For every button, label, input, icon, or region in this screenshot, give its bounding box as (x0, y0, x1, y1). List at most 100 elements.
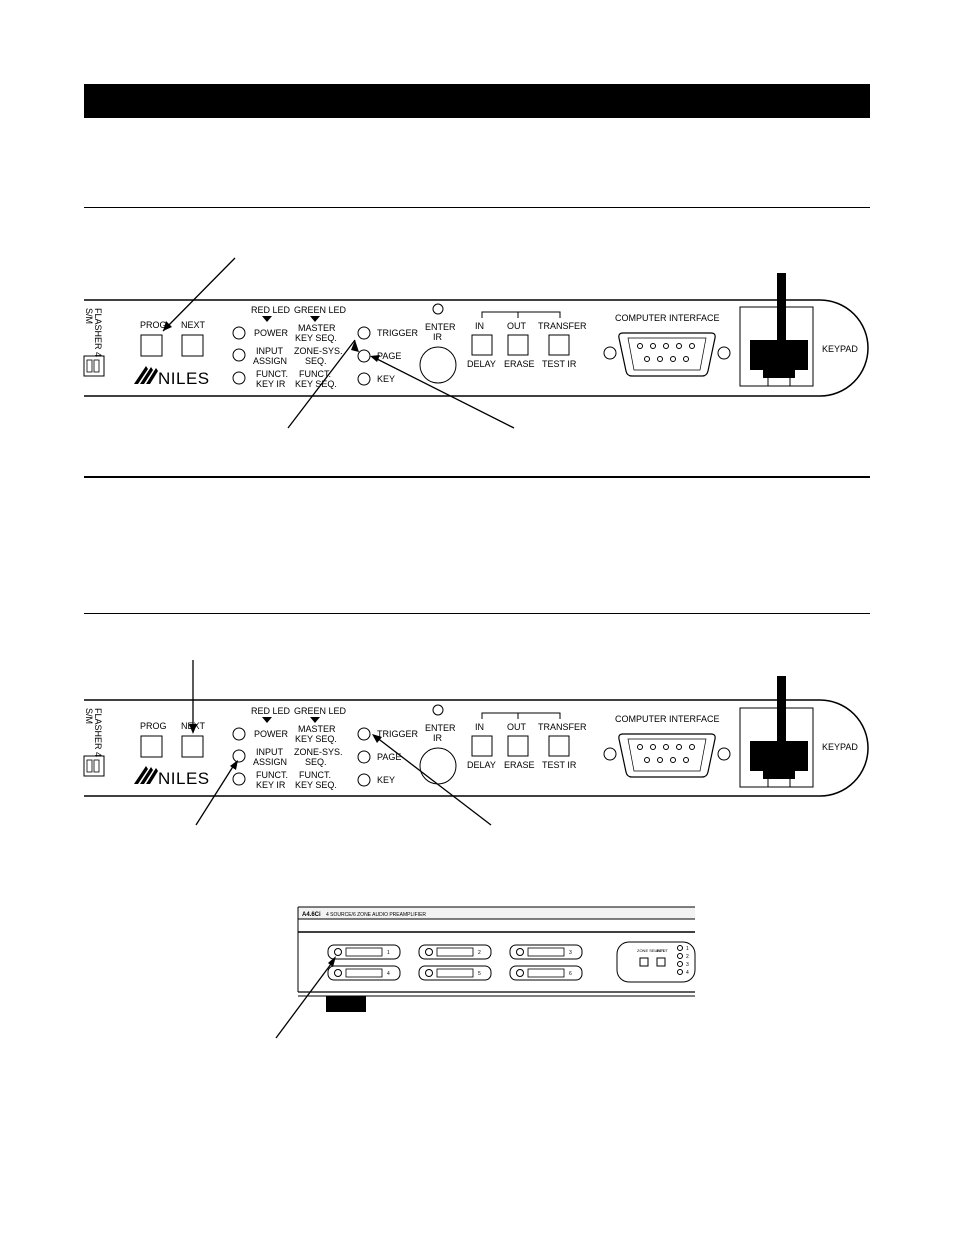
divider-rule (84, 207, 870, 208)
erase-label: ERASE (504, 359, 535, 369)
key-led (357, 773, 371, 787)
key-seq-label: KEY SEQ. (295, 379, 337, 389)
prog-button[interactable] (140, 735, 163, 758)
master-label: MASTER (298, 323, 336, 333)
assign-label: ASSIGN (253, 356, 287, 366)
delay-label: DELAY (467, 359, 496, 369)
enter-label: ENTER (425, 322, 456, 332)
next-button[interactable] (181, 735, 204, 758)
key-label: KEY (377, 775, 395, 785)
down-arrow-icon (310, 316, 320, 322)
down-arrow-icon (310, 717, 320, 723)
red-led-label: RED LED (251, 305, 291, 315)
callout-arrows (192, 660, 492, 826)
brand-label: NILES (158, 369, 210, 388)
zone-4-slot: 4 (327, 965, 401, 981)
assign-label: ASSIGN (253, 757, 287, 767)
trigger-label: TRIGGER (377, 729, 419, 739)
erase-label: ERASE (504, 760, 535, 770)
power-label: POWER (254, 729, 289, 739)
erase-button[interactable] (507, 334, 529, 356)
serial-port-icon (603, 332, 731, 377)
zone-1-slot: 1 (327, 944, 401, 960)
flasher-label: FLASHER 4 (93, 308, 103, 357)
page-led (357, 349, 371, 363)
input-label: INPUT (656, 948, 669, 953)
next-label: NEXT (181, 320, 206, 330)
funct-label-2: FUNCT. (299, 369, 331, 379)
master-label: MASTER (298, 724, 336, 734)
svg-text:4: 4 (387, 971, 390, 977)
trigger-led (357, 727, 371, 741)
page-label: PAGE (377, 752, 401, 762)
divider-rule (84, 613, 870, 614)
svg-text:2: 2 (478, 950, 481, 956)
key-ir-label: KEY IR (256, 780, 286, 790)
power-led (232, 326, 246, 340)
zone-3-slot: 3 (509, 944, 583, 960)
keypad-label: KEYPAD (822, 742, 858, 752)
power-label: POWER (254, 328, 289, 338)
preamp-front-panel: A4.6Ci 4 SOURCE/6 ZONE AUDIO PREAMPLIFIE… (275, 906, 696, 1039)
zone-6-slot: 6 (509, 965, 583, 981)
page-label: PAGE (377, 351, 401, 361)
svg-text:3: 3 (686, 962, 689, 968)
green-led-label: GREEN LED (294, 706, 347, 716)
down-arrow-icon (262, 717, 272, 723)
funct-key-ir-led (232, 371, 246, 385)
page-led (357, 750, 371, 764)
trigger-label: TRIGGER (377, 328, 419, 338)
prog-button[interactable] (140, 334, 163, 357)
funct-key-ir-led (232, 772, 246, 786)
next-button[interactable] (181, 334, 204, 357)
front-panel-diagram-1: FLASHER 4 S/M PROG. NEXT NILES RED LED G… (83, 257, 869, 429)
input-label: INPUT (256, 346, 284, 356)
prog-label: PROG. (140, 320, 169, 330)
in-label: IN (475, 321, 484, 331)
delay-label: DELAY (467, 760, 496, 770)
preamp-foot (326, 996, 366, 1012)
keypad-connector-icon (750, 676, 808, 787)
preamp-description: 4 SOURCE/6 ZONE AUDIO PREAMPLIFIER (326, 912, 426, 918)
green-led-label: GREEN LED (294, 305, 347, 315)
zone-select-button[interactable] (639, 957, 649, 967)
ir-sensor (419, 747, 457, 785)
input-button[interactable] (656, 957, 666, 967)
delay-button[interactable] (471, 735, 493, 757)
enter-ir-led (432, 303, 444, 315)
niles-logo-icon (134, 766, 158, 784)
input-assign-led (232, 749, 246, 763)
transfer-label: TRANSFER (538, 321, 587, 331)
seq-label: SEQ. (305, 356, 327, 366)
zone-sys-label: ZONE-SYS. (294, 346, 343, 356)
keypad-label: KEYPAD (822, 344, 858, 354)
brand-label: NILES (158, 769, 210, 788)
erase-button[interactable] (507, 735, 529, 757)
ir-sensor (419, 346, 457, 384)
preamp-model: A4.6Ci (302, 912, 321, 918)
front-panel-diagram-2: FLASHER 4 S/M PROG NEXT NILES RED LED GR… (83, 660, 869, 826)
master-label-2: KEY SEQ. (295, 333, 337, 343)
key-label: KEY (377, 374, 395, 384)
svg-text:2: 2 (686, 954, 689, 960)
funct-label: FUNCT. (256, 770, 288, 780)
power-led (232, 727, 246, 741)
input-assign-led (232, 348, 246, 362)
key-led (357, 372, 371, 386)
test-ir-button[interactable] (548, 735, 570, 757)
divider-rule (84, 476, 870, 478)
enter-label: ENTER (425, 723, 456, 733)
computer-interface-label: COMPUTER INTERFACE (615, 313, 720, 323)
trigger-led (357, 326, 371, 340)
seq-label: SEQ. (305, 757, 327, 767)
zone-sys-label: ZONE-SYS. (294, 747, 343, 757)
svg-text:4: 4 (686, 970, 689, 976)
svg-text:1: 1 (387, 950, 390, 956)
ir-label: IR (433, 332, 443, 342)
test-ir-button[interactable] (548, 334, 570, 356)
keypad-connector-icon (750, 273, 808, 386)
down-arrow-icon (262, 316, 272, 322)
delay-button[interactable] (471, 334, 493, 356)
svg-text:3: 3 (569, 950, 572, 956)
red-led-label: RED LED (251, 706, 291, 716)
